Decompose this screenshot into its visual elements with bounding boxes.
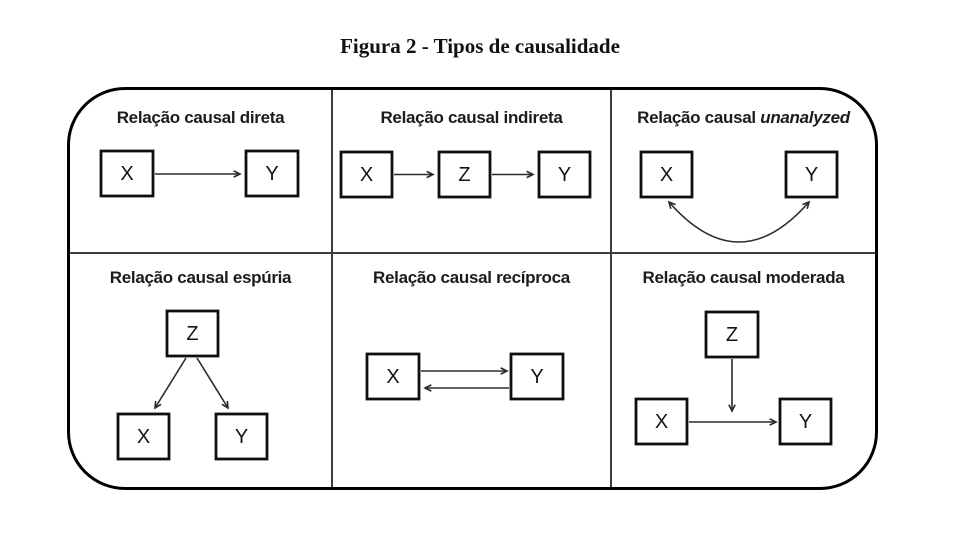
node-y-box [214,412,269,461]
node-x-label: X [360,164,373,186]
panel-title-indirect: Relação causal indireta [333,108,610,128]
panel-title-moderated: Relação causal moderada [612,268,875,288]
panel-indirect-causal: Relação causal indireta X Z Y [333,90,610,252]
diagram-reciprocal: X Y [365,352,565,401]
diagram-spurious: Z X Y [116,309,269,461]
node-z-box [165,309,220,358]
diagram-unanalyzed: X Y [639,150,839,243]
panel-moderated-causal: Relação causal moderada Z X Y [612,254,875,487]
grid-divider-horizontal [70,252,875,254]
node-y-label: Y [558,164,571,186]
curved-bidirectional-arrow [669,202,809,243]
panel-title-spurious: Relação causal espúria [70,268,331,288]
node-z-box [437,150,492,199]
node-x-label: X [386,366,399,388]
node-y-label: Y [235,426,248,448]
panel-title-text: Relação causal [637,108,761,127]
node-z-label: Z [458,164,470,186]
panel-title-reciprocal: Relação causal recíproca [333,268,610,288]
diagram-moderated: Z X Y [634,310,833,446]
grid-divider-vertical-2 [610,90,612,487]
arrow-z-to-x [155,357,187,408]
grid-divider-vertical-1 [331,90,333,487]
panel-title-direct: Relação causal direta [70,108,331,128]
node-x-box [634,397,689,446]
node-y-box [784,150,839,199]
causality-grid: Relação causal direta X Y Relação causal… [67,87,878,490]
node-x-box [365,352,421,401]
node-y-box [244,149,300,198]
node-x-label: X [660,164,673,186]
node-y-label: Y [530,366,543,388]
panel-spurious-causal: Relação causal espúria Z X Y [70,254,331,487]
node-y-box [537,150,592,199]
panel-title-text: Relação causal indireta [380,108,563,127]
node-x-box [339,150,394,199]
node-x-box [116,412,171,461]
panel-direct-causal: Relação causal direta X Y [70,90,331,252]
node-x-label: X [137,426,150,448]
node-y-label: Y [265,163,278,185]
panel-title-italic: unanalyzed [760,108,850,127]
diagram-direct: X Y [99,149,300,198]
panel-title-unanalyzed: Relação causal unanalyzed [612,108,875,128]
panel-title-text: Relação causal moderada [642,268,845,287]
panel-title-text: Relação causal direta [116,108,285,127]
node-y-label: Y [799,411,812,433]
figure-title: Figura 2 - Tipos de causalidade [340,34,620,58]
panel-reciprocal-causal: Relação causal recíproca X Y [333,254,610,487]
diagram-indirect: X Z Y [339,150,592,199]
node-y-box [509,352,565,401]
node-y-box [778,397,833,446]
node-x-label: X [120,163,133,185]
panel-title-text: Relação causal espúria [109,268,292,287]
node-x-box [99,149,155,198]
node-z-label: Z [186,323,198,345]
node-z-box [704,310,760,359]
panel-title-text: Relação causal recíproca [373,268,570,287]
node-y-label: Y [805,164,818,186]
node-z-label: Z [726,324,738,346]
panel-unanalyzed-causal: Relação causal unanalyzed X Y [612,90,875,252]
node-x-label: X [655,411,668,433]
arrow-z-to-y [196,357,228,408]
node-x-box [639,150,694,199]
